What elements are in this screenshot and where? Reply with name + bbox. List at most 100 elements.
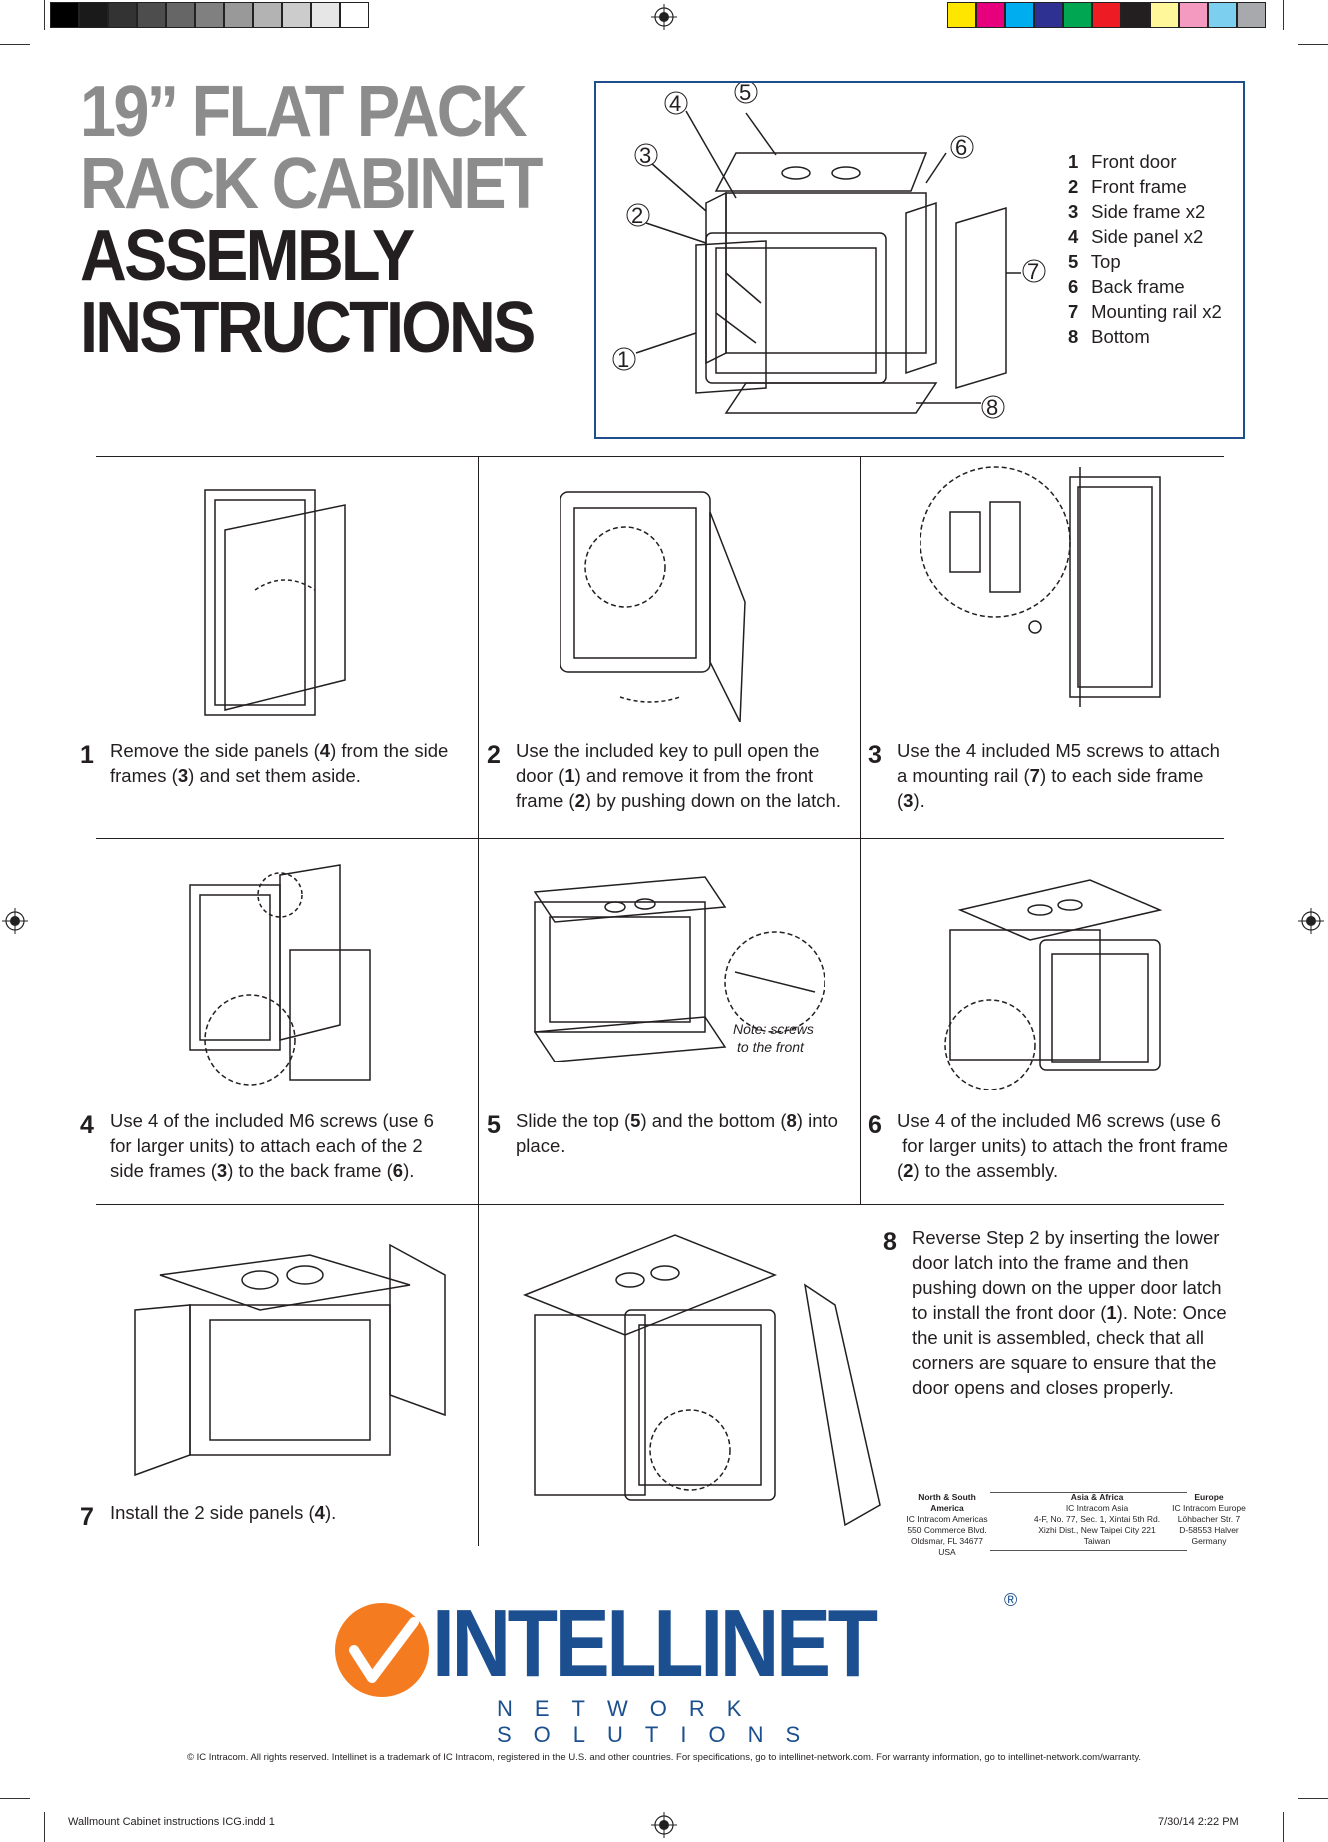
- divider: [478, 456, 479, 1546]
- office-line: USA: [938, 1547, 956, 1557]
- step-illustration: [204, 489, 346, 716]
- office-line: Xizhi Dist., New Taipei City 221: [1038, 1525, 1156, 1535]
- step-illustration: Note: screws to the front: [533, 876, 825, 1062]
- color-swatch: [50, 2, 79, 28]
- step-4-number: 4: [80, 1111, 94, 1139]
- step-7-text: Install the 2 side panels (4).: [110, 1502, 337, 1523]
- parts-list-item: 1 Front door: [1068, 149, 1222, 174]
- divider: [96, 838, 1224, 839]
- crop-mark: [0, 1798, 30, 1799]
- part-label: Top: [1086, 251, 1121, 272]
- title-line-2: RACK CABINET: [80, 144, 543, 224]
- footer-filename: Wallmount Cabinet instructions ICG.indd …: [68, 1816, 275, 1828]
- step-8-text: Reverse Step 2 by inserting the lower do…: [912, 1227, 1227, 1398]
- color-swatch: [137, 2, 166, 28]
- crop-mark: [1283, 0, 1284, 30]
- step-5-text: Slide the top (5) and the bottom (8) int…: [516, 1110, 838, 1156]
- part-number: 7: [1068, 301, 1079, 322]
- color-swatch: [79, 2, 108, 28]
- part-label: Front frame: [1086, 176, 1187, 197]
- part-number: 1: [1068, 151, 1079, 172]
- part-label: Side panel x2: [1086, 226, 1204, 247]
- divider: [1087, 1550, 1187, 1551]
- office-line: 550 Commerce Blvd.: [907, 1525, 987, 1535]
- color-swatch: [1063, 2, 1092, 28]
- office-line: Löhbacher Str. 7: [1177, 1514, 1241, 1524]
- parts-list-item: 5 Top: [1068, 249, 1222, 274]
- step5-note-line2: to the front: [737, 1039, 805, 1055]
- svg-text:2: 2: [631, 203, 643, 228]
- step-1-number: 1: [80, 741, 94, 769]
- page-title: 19” FLAT PACK RACK CABINET ASSEMBLY INST…: [80, 76, 543, 368]
- office-region: Asia & Africa: [1070, 1492, 1124, 1502]
- part-label: Back frame: [1086, 276, 1185, 297]
- registration-mark-icon: [2, 908, 28, 934]
- color-swatch: [1208, 2, 1237, 28]
- svg-text:4: 4: [669, 91, 681, 116]
- svg-text:6: 6: [955, 135, 967, 160]
- divider: [96, 1204, 1224, 1205]
- crop-mark: [44, 1812, 45, 1842]
- svg-text:7: 7: [1027, 259, 1039, 284]
- office-line: Taiwan: [1083, 1536, 1111, 1546]
- color-swatch: [253, 2, 282, 28]
- divider: [860, 456, 861, 1204]
- office-line: IC Intracom Europe: [1172, 1503, 1246, 1513]
- title-line-4: INSTRUCTIONS: [80, 288, 536, 368]
- step-illustration: [920, 466, 1161, 707]
- part-number: 2: [1068, 176, 1079, 197]
- step-illustration: [522, 1234, 881, 1527]
- part-number: 8: [1068, 326, 1079, 347]
- crop-mark: [1298, 1798, 1328, 1799]
- color-swatch: [1179, 2, 1208, 28]
- color-swatch: [1092, 2, 1121, 28]
- step-illustration: [560, 491, 746, 722]
- crop-mark: [0, 44, 30, 45]
- color-swatch: [1034, 2, 1063, 28]
- brand-name: INTELLINET: [432, 1590, 878, 1697]
- part-label: Bottom: [1086, 326, 1150, 347]
- color-swatch: [340, 2, 369, 28]
- registered-mark: ®: [1004, 1590, 1018, 1610]
- office-line: 4-F, No. 77, Sec. 1, Xintai 5th Rd.: [1033, 1514, 1161, 1524]
- color-swatch: [976, 2, 1005, 28]
- part-label: Mounting rail x2: [1086, 301, 1222, 322]
- office-line: D-58553 Halver: [1179, 1525, 1239, 1535]
- part-number: 6: [1068, 276, 1079, 297]
- step-3-text: Use the 4 included M5 screws to attach a…: [897, 740, 1220, 811]
- color-swatch-bar: [947, 2, 1266, 28]
- office-line: Oldsmar, FL 34677: [911, 1536, 983, 1546]
- color-swatch: [195, 2, 224, 28]
- color-swatch: [166, 2, 195, 28]
- office-region: Europe: [1194, 1492, 1224, 1502]
- part-number: 3: [1068, 201, 1079, 222]
- svg-text:3: 3: [639, 143, 651, 168]
- color-swatch: [1121, 2, 1150, 28]
- registration-mark-icon: [651, 1812, 677, 1838]
- divider: [990, 1550, 1090, 1551]
- color-swatch: [1005, 2, 1034, 28]
- step-6-number: 6: [868, 1111, 882, 1139]
- step-5-number: 5: [487, 1111, 501, 1139]
- step-illustration: [134, 1243, 446, 1477]
- svg-text:8: 8: [986, 395, 998, 420]
- title-line-3: ASSEMBLY: [80, 216, 415, 296]
- svg-text:1: 1: [617, 347, 629, 372]
- crop-mark: [1283, 1812, 1284, 1842]
- color-swatch: [1150, 2, 1179, 28]
- part-label: Front door: [1086, 151, 1177, 172]
- step-illustration: [944, 879, 1163, 1090]
- part-number: 4: [1068, 226, 1079, 247]
- divider: [990, 1492, 1090, 1493]
- part-label: Side frame x2: [1086, 201, 1206, 222]
- office-line: IC Intracom Asia: [1065, 1503, 1129, 1513]
- parts-list-item: 7 Mounting rail x2: [1068, 299, 1222, 324]
- step5-note-line1: Note: screws: [733, 1021, 814, 1037]
- footer-date: 7/30/14 2:22 PM: [1158, 1816, 1239, 1828]
- office-line: IC Intracom Americas: [906, 1514, 988, 1524]
- step-illustration: [189, 864, 371, 1086]
